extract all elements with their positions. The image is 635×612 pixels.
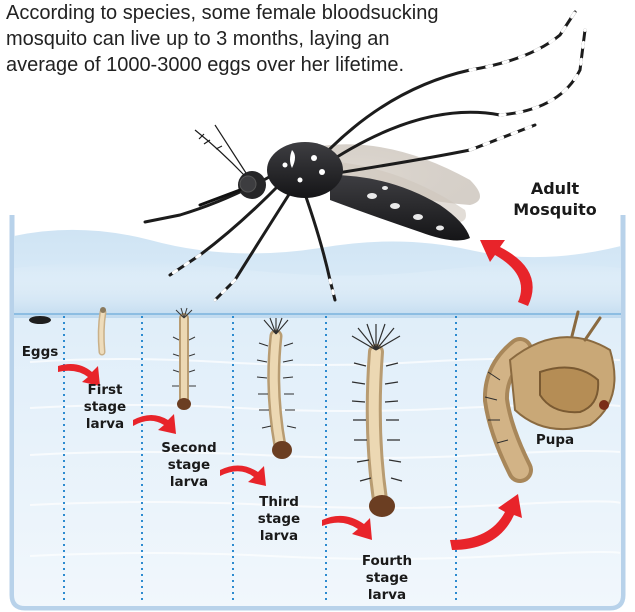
label-first-stage-larva: First stage larva [74, 382, 136, 433]
label-eggs-text: Eggs [20, 344, 60, 361]
intro-line-3: average of 1000-3000 eggs over her lifet… [6, 52, 526, 78]
label-adult-mosquito: Adult Mosquito [500, 178, 610, 220]
eggs-illustration [29, 316, 51, 324]
intro-text: According to species, some female bloods… [6, 0, 526, 78]
label-fourth-line-3: larva [352, 587, 422, 604]
label-adult-line-2: Mosquito [500, 199, 610, 220]
label-pupa-text: Pupa [528, 432, 582, 449]
label-first-line-2: stage [74, 399, 136, 416]
label-third-line-3: larva [246, 528, 312, 545]
label-pupa: Pupa [528, 432, 582, 449]
label-fourth-line-2: stage [352, 570, 422, 587]
label-third-stage-larva: Third stage larva [246, 494, 312, 545]
label-adult-line-1: Adult [500, 178, 610, 199]
intro-line-1: According to species, some female bloods… [6, 0, 526, 26]
label-second-line-1: Second [152, 440, 226, 457]
label-fourth-line-1: Fourth [352, 553, 422, 570]
label-first-line-3: larva [74, 416, 136, 433]
label-first-line-1: First [74, 382, 136, 399]
intro-line-2: mosquito can live up to 3 months, laying… [6, 26, 526, 52]
label-eggs: Eggs [20, 344, 60, 361]
label-second-stage-larva: Second stage larva [152, 440, 226, 491]
label-fourth-stage-larva: Fourth stage larva [352, 553, 422, 604]
label-second-line-3: larva [152, 474, 226, 491]
label-third-line-2: stage [246, 511, 312, 528]
label-second-line-2: stage [152, 457, 226, 474]
label-third-line-1: Third [246, 494, 312, 511]
